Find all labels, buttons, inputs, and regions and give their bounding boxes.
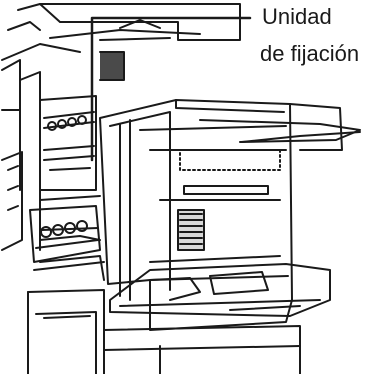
scanner-top bbox=[1, 3, 241, 61]
fusing-unit bbox=[39, 51, 125, 191]
base-cabinet bbox=[27, 289, 301, 374]
lower-rollers bbox=[29, 205, 105, 281]
output-tray bbox=[199, 103, 361, 151]
side-door bbox=[99, 99, 293, 331]
callout-leader bbox=[90, 16, 252, 162]
callout-label-line1: Unidad bbox=[262, 4, 332, 29]
bypass-tray bbox=[109, 263, 331, 317]
callout-label-line2: de fijación bbox=[260, 41, 360, 66]
